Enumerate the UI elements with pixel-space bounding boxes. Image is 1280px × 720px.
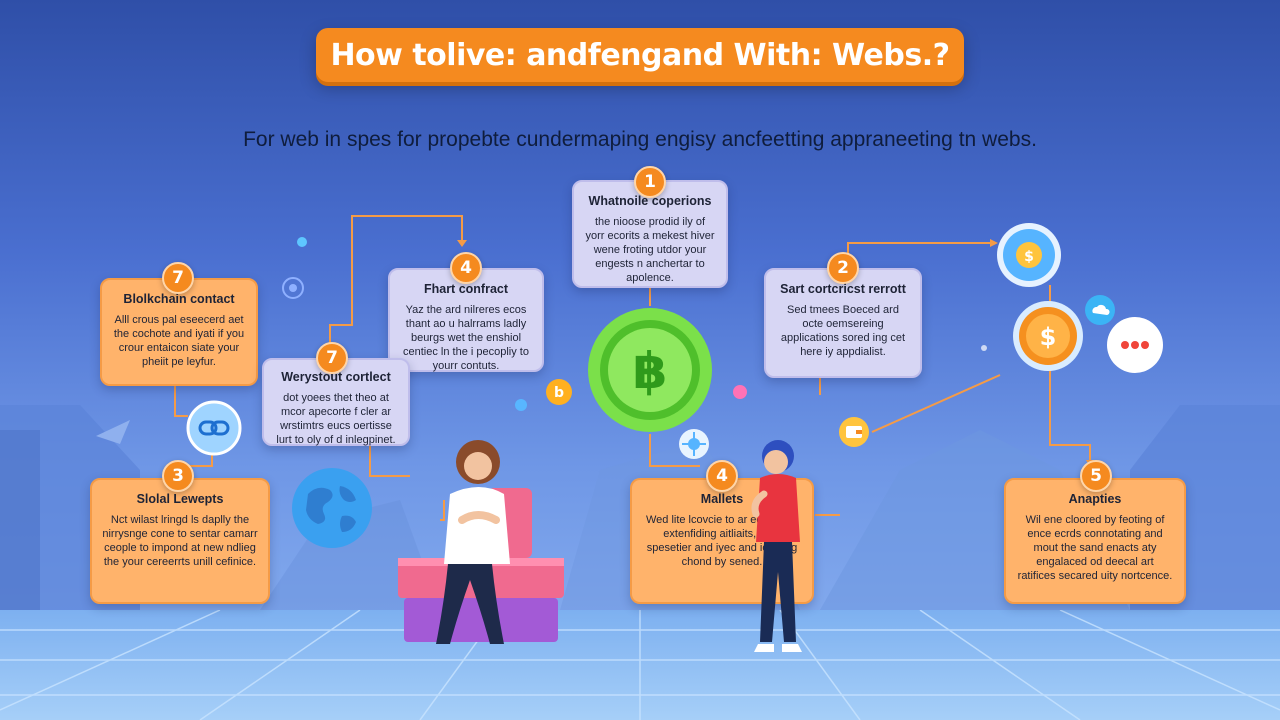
- card-title: Whatnoile coperions: [588, 194, 712, 208]
- card-body: dot yoees thet theo at mcor apecorte f c…: [276, 392, 396, 447]
- card-body: Nct wilast lringd ls daplly the nirrysng…: [102, 514, 258, 569]
- svg-text:$: $: [1024, 249, 1034, 265]
- step-badge-2: 2: [827, 252, 859, 284]
- card-step-1: Whatnoile coperions the nioose prodid il…: [572, 180, 728, 288]
- card-title: Mallets: [700, 492, 744, 506]
- card-body: Wil ene cloored by feoting of ence ecrds…: [1017, 514, 1173, 583]
- card-title: Werystout cortlect: [281, 370, 391, 384]
- cloud-icon: [1085, 295, 1115, 325]
- card-title: Sart cortcricst rerrott: [780, 282, 906, 296]
- card-body: Alll crous pal eseecerd aet the cochote …: [113, 314, 245, 369]
- step-badge-4b: 4: [706, 460, 738, 492]
- floor-grid: [0, 610, 1280, 720]
- card-step-4-contract: Fhart confract Yaz the ard nilreres ecos…: [388, 268, 544, 372]
- chain-link-icon: [186, 400, 242, 456]
- svg-text:b: b: [554, 385, 564, 401]
- bitcoin-coin-icon: ฿: [588, 308, 712, 432]
- step-badge-5: 5: [1080, 460, 1112, 492]
- wallet-icon: [839, 417, 869, 447]
- card-step-3: Slolal Lewepts Nct wilast lringd ls dapl…: [90, 478, 270, 604]
- card-step-2: Sart cortcricst rerrott Sed tmees Boeced…: [764, 268, 922, 378]
- card-step-7-blockchain: Blolkchain contact Alll crous pal eseece…: [100, 278, 258, 386]
- card-title: Fhart confract: [423, 282, 509, 296]
- step-badge-4a: 4: [450, 252, 482, 284]
- page-title: How tolive: andfengand With: Webs.?: [330, 37, 950, 73]
- card-title: Blolkchain contact: [123, 292, 235, 306]
- step-badge-7b: 7: [316, 342, 348, 374]
- card-step-5: Anapties Wil ene cloored by feoting of e…: [1004, 478, 1186, 604]
- card-body: Yaz the ard nilreres ecos thant ao u hal…: [403, 304, 529, 373]
- step-badge-3: 3: [162, 460, 194, 492]
- step-badge-1: 1: [634, 166, 666, 198]
- svg-text:$: $: [1040, 323, 1057, 351]
- coin-blue-icon: $: [997, 223, 1061, 287]
- card-title: Anapties: [1068, 492, 1122, 506]
- coin-orange-icon: $: [1013, 301, 1083, 371]
- globe-icon: [292, 468, 372, 548]
- page-subtitle: For web in spes for propebte cundermapin…: [243, 128, 1037, 151]
- network-node-icon: [679, 429, 709, 459]
- title-banner: How tolive: andfengand With: Webs.?: [316, 28, 964, 82]
- svg-text:฿: ฿: [633, 342, 668, 400]
- card-body: the nioose prodid ily of yorr ecorits a …: [585, 216, 715, 285]
- token-icon: b: [546, 379, 572, 405]
- man-figure-illustration: [751, 440, 802, 652]
- card-body: Sed tmees Boeced ard octe oemsereing app…: [780, 304, 906, 359]
- card-title: Slolal Lewepts: [136, 492, 224, 506]
- chat-bubble-icon: [1107, 317, 1163, 373]
- step-badge-7a: 7: [162, 262, 194, 294]
- woman-figure-illustration: [398, 440, 564, 644]
